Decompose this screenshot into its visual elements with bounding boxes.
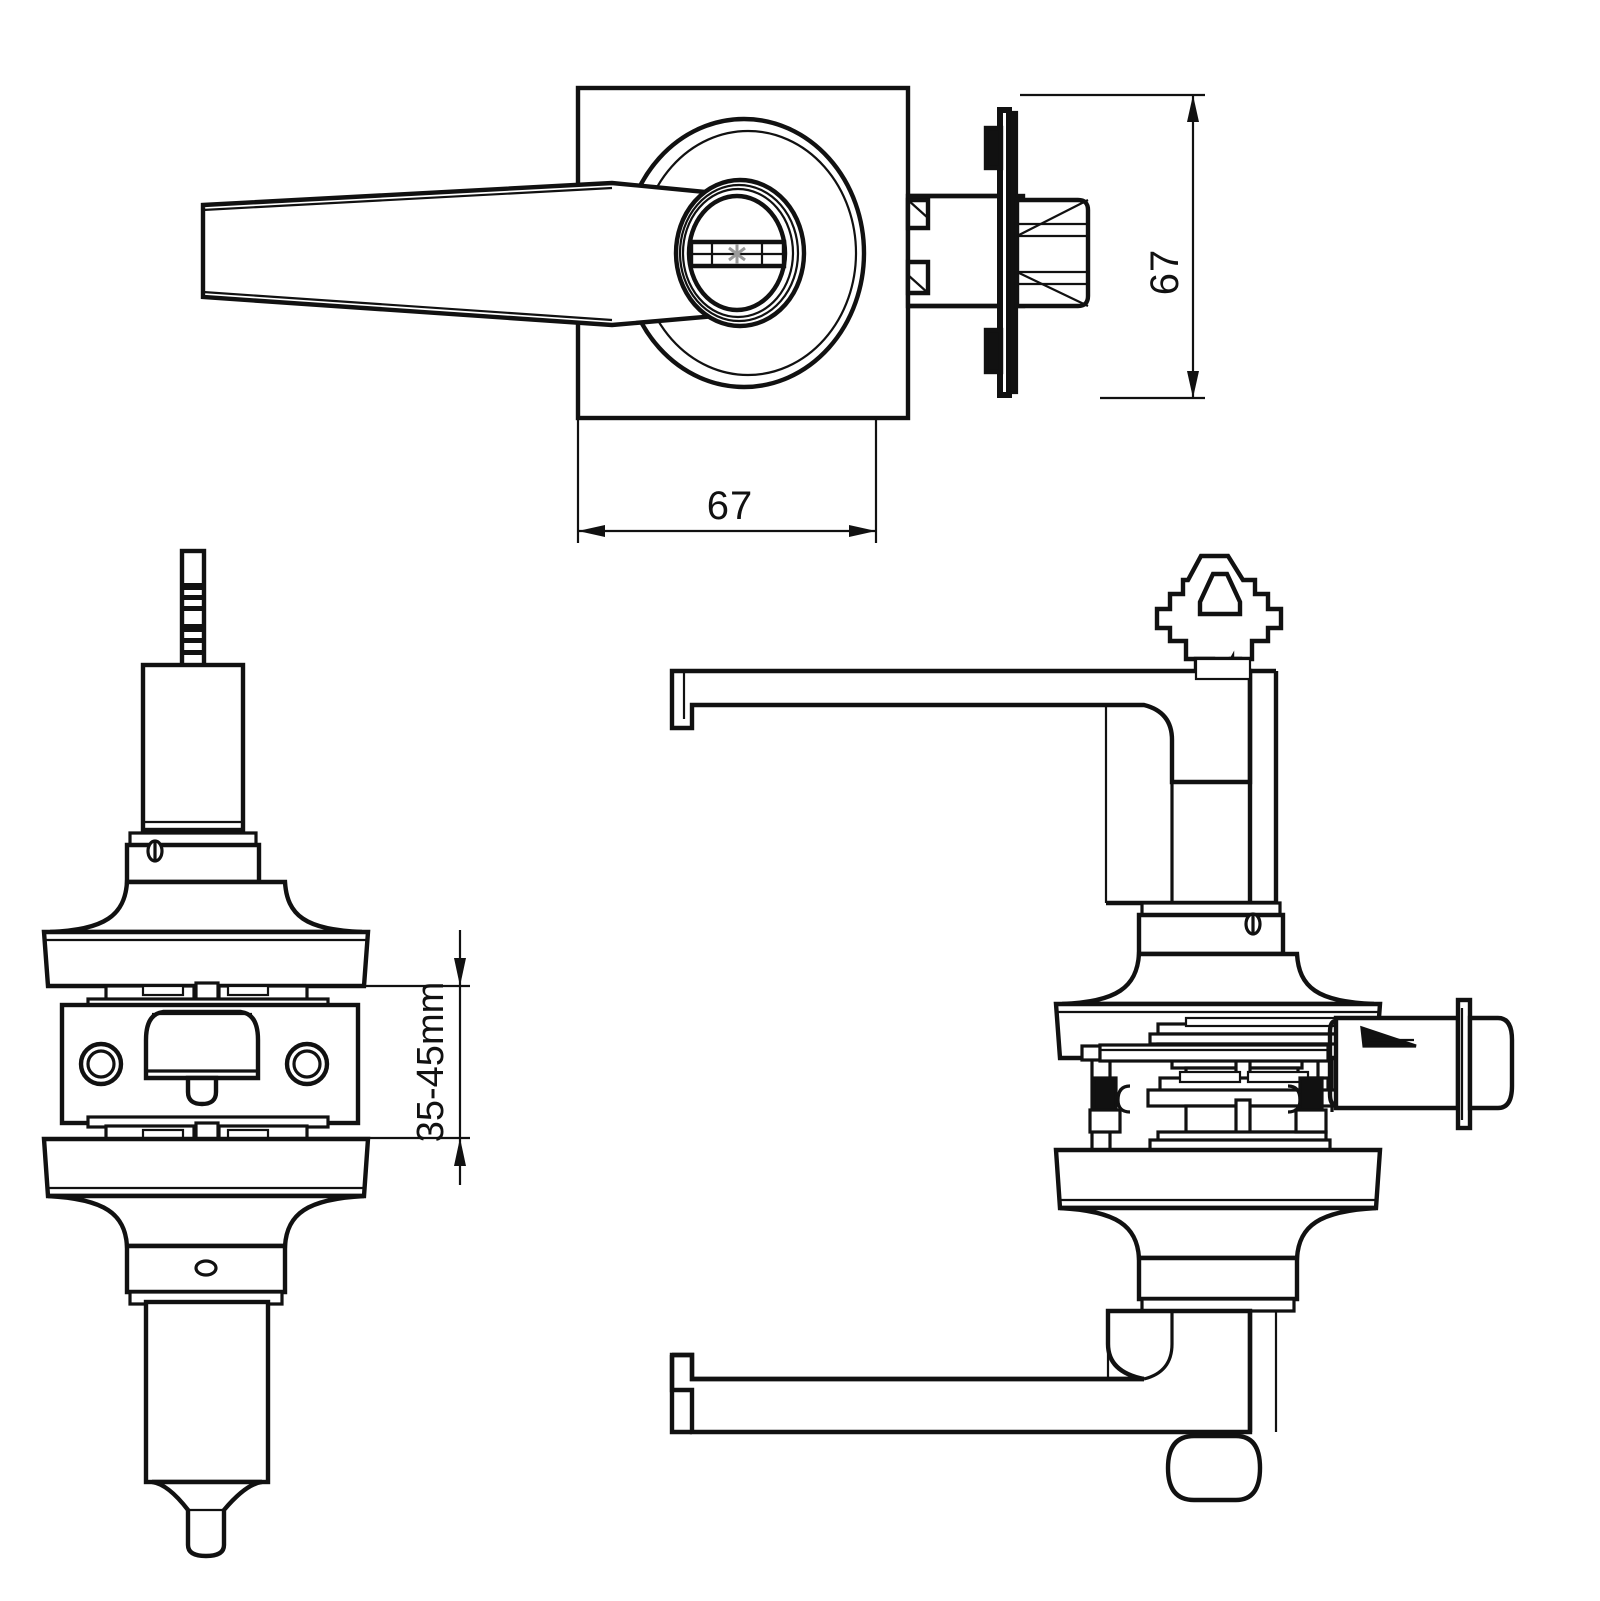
latch-bolt-nose <box>185 1075 219 1107</box>
rose-collar-lower-right <box>1136 1255 1300 1302</box>
latch-strike-nose <box>1467 1015 1515 1111</box>
front-view-side-section <box>905 107 1091 398</box>
thickness-arrow-bottom-icon <box>454 1138 466 1166</box>
spindle-notch-upper-hatch <box>907 199 929 219</box>
lever-end-cap <box>1165 1433 1263 1503</box>
dim-label-door-thickness: 35-45mm <box>410 982 452 1143</box>
latch-cylinder-arrow-icon <box>1360 1025 1417 1048</box>
center-mark-icon <box>728 244 746 264</box>
rose-collar-right <box>1136 912 1286 957</box>
dim-arrow-right-icon <box>849 525 876 537</box>
mech-rail-end-left <box>1080 1044 1102 1062</box>
mech-nut-left <box>1088 1108 1122 1134</box>
mech-thread-post-right <box>1298 1076 1324 1114</box>
internal-mechanism <box>1080 1016 1350 1152</box>
dim-arrow-left-icon <box>578 525 605 537</box>
lever-handle <box>200 180 719 328</box>
dimension-rosette-width: 67 <box>576 418 878 543</box>
latch-cylinder-left-cap <box>1327 1018 1337 1108</box>
latch-cylinder-body <box>1333 1015 1461 1111</box>
turn-barrel <box>140 662 246 833</box>
plate-tab-bottom <box>983 327 1004 375</box>
lower-set-screw <box>194 1259 218 1277</box>
mech-lower-block-right <box>1244 1104 1300 1134</box>
lever-lower-shank-curve <box>1143 1311 1174 1381</box>
cylinder-knurl-lines <box>1017 222 1088 286</box>
dimension-rosette-height: 67 <box>1020 93 1205 400</box>
spindle-to-plate-lines <box>908 193 1000 309</box>
dimension-door-thickness: 35-45mm <box>290 930 470 1185</box>
lever-handle-bottom-chamfer <box>202 290 613 322</box>
screw-hole-right <box>284 1041 330 1087</box>
thickness-arrow-top-icon <box>454 958 466 986</box>
rose-collar-lower-band-right <box>1140 1297 1296 1313</box>
screw-hole-left <box>78 1041 124 1087</box>
tailpiece-barrel <box>143 1299 271 1485</box>
mech-plate-5 <box>1184 1016 1338 1028</box>
mech-lower-block-left <box>1184 1104 1240 1134</box>
mech-rail <box>1098 1043 1330 1063</box>
return-spring-right <box>1287 1084 1302 1114</box>
lever-handle-top-chamfer <box>202 186 613 212</box>
return-spring-left <box>1116 1084 1131 1114</box>
lever-lower-top-profile <box>672 1352 1144 1382</box>
view-inside-section <box>41 548 371 1559</box>
mech-nut-right <box>1294 1108 1328 1134</box>
latch-nose-tip <box>151 1479 263 1559</box>
spindle-notch-lower-hatch <box>907 274 929 294</box>
dim-label-rosette-width: 67 <box>707 484 754 528</box>
mech-thread-post-left <box>1092 1076 1118 1114</box>
lever-lower-end <box>669 1355 692 1435</box>
view-outside-section <box>669 553 1515 1503</box>
key-head-bow-hole <box>1197 571 1243 617</box>
view-front-elevation <box>200 85 1091 421</box>
dim-arrow-down-icon <box>1187 371 1199 398</box>
cylinder-diagonal-hatch <box>1016 199 1089 307</box>
latch-bolt <box>143 1009 261 1081</box>
lever-upper-shank-curve <box>1143 703 1174 903</box>
dim-label-rosette-height: 67 <box>1143 249 1187 296</box>
key-cylinder-mouth <box>1194 657 1252 681</box>
mech-lower-tab-1 <box>1178 1070 1242 1084</box>
dim-arrow-up-icon <box>1187 95 1199 122</box>
plate-tab-top <box>983 125 1004 171</box>
